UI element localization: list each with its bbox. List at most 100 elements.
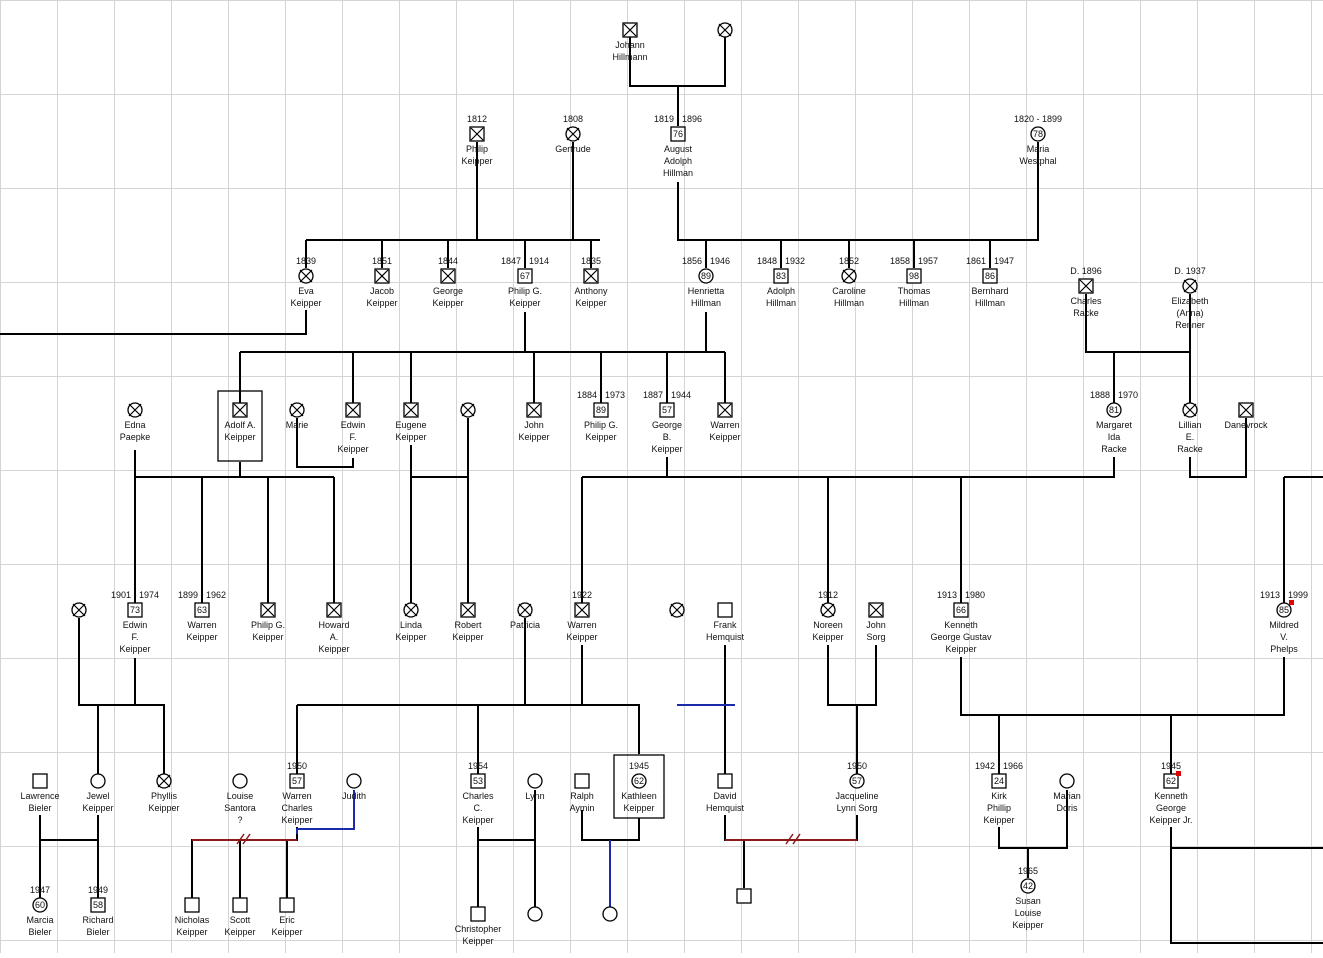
male-symbol bbox=[232, 897, 248, 913]
person-judith[interactable]: Judith bbox=[342, 773, 366, 801]
person-lynn[interactable]: Lynn bbox=[525, 773, 545, 801]
age-label: 86 bbox=[985, 271, 995, 281]
name-line: Keipper bbox=[148, 803, 179, 813]
name-line: August bbox=[664, 144, 693, 154]
age-label: 89 bbox=[596, 405, 606, 415]
person-danevrock[interactable]: Danevrock bbox=[1224, 402, 1268, 430]
name-line: Louise bbox=[1015, 908, 1042, 918]
name-line: Warren bbox=[282, 791, 311, 801]
person-ralph-child[interactable] bbox=[602, 906, 618, 922]
name-line: Caroline bbox=[832, 286, 866, 296]
person-johann-wife[interactable] bbox=[717, 22, 733, 38]
dates-label: 1887 - 1944 bbox=[643, 390, 691, 400]
name-line: Warren bbox=[187, 620, 216, 630]
name-line: Kathleen bbox=[621, 791, 657, 801]
deceased-mark bbox=[299, 269, 313, 283]
deceased-mark bbox=[842, 269, 856, 283]
female-symbol bbox=[232, 773, 248, 789]
male-symbol bbox=[736, 888, 752, 904]
name-line: Philip G. bbox=[251, 620, 285, 630]
age-label: 62 bbox=[1166, 776, 1176, 786]
name-line: Santora bbox=[224, 803, 256, 813]
name-line: Ralph bbox=[570, 791, 594, 801]
person-adolf-a[interactable]: Adolf A.Keipper bbox=[224, 402, 256, 442]
name-line: Danevrock bbox=[1224, 420, 1268, 430]
person-david-mother[interactable] bbox=[669, 602, 685, 618]
dates-label: 1945 bbox=[629, 761, 649, 771]
deceased-mark bbox=[72, 603, 86, 617]
deceased-mark bbox=[233, 403, 247, 417]
person-patricia[interactable]: Patricia bbox=[510, 602, 540, 630]
dates-label: D. 1937 bbox=[1174, 266, 1206, 276]
person-marie[interactable]: Marie bbox=[286, 402, 309, 430]
person-david-child[interactable] bbox=[736, 888, 752, 904]
person-lynn-child[interactable] bbox=[527, 906, 543, 922]
deceased-mark bbox=[670, 603, 684, 617]
name-line: Edwin bbox=[123, 620, 148, 630]
dates-label: 1899 - 1962 bbox=[178, 590, 226, 600]
dates-label: 1950 bbox=[287, 761, 307, 771]
person-philip-g3[interactable]: Philip G.Keipper bbox=[251, 602, 285, 642]
person-jewel-mother[interactable] bbox=[71, 602, 87, 618]
person-eugene-wife[interactable] bbox=[460, 402, 476, 418]
name-line: Eva bbox=[298, 286, 314, 296]
